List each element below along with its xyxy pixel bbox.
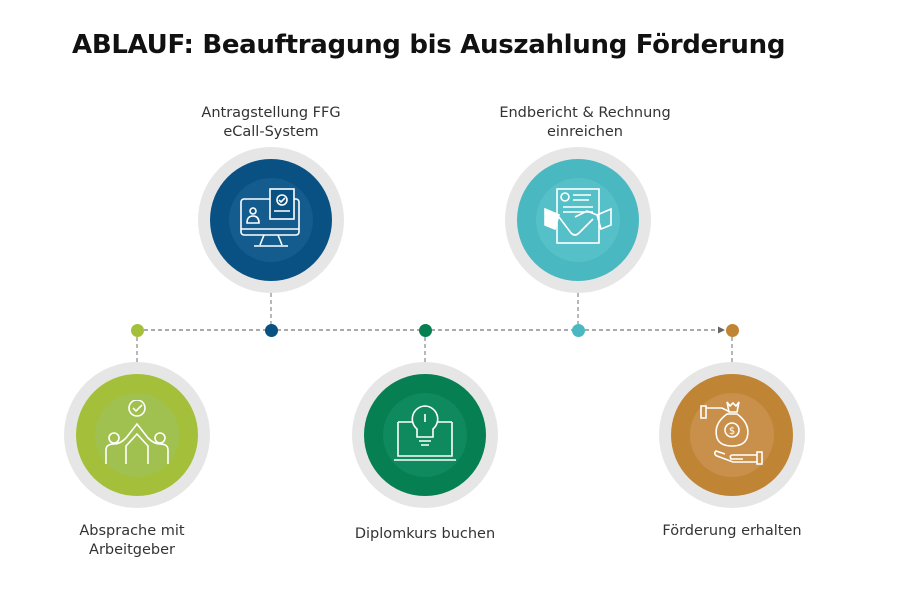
timeline-dot bbox=[571, 323, 585, 337]
svg-text:$: $ bbox=[729, 426, 735, 437]
handshake-contract-icon bbox=[544, 188, 612, 244]
high-five-check-icon bbox=[105, 400, 169, 464]
step-3-label: Diplomkurs buchen bbox=[354, 526, 496, 542]
step-5-circle: $ bbox=[659, 362, 805, 508]
timeline-dot bbox=[264, 323, 278, 337]
step-1-circle bbox=[64, 362, 210, 508]
timeline-dot bbox=[725, 323, 739, 337]
lightbulb-laptop-icon bbox=[394, 405, 456, 461]
computer-document-check-icon bbox=[240, 188, 300, 247]
step-4-circle bbox=[505, 147, 651, 293]
money-bag-hand-icon: $ bbox=[700, 401, 763, 465]
step-5-label: Förderung erhalten bbox=[662, 523, 802, 539]
timeline-dot bbox=[418, 323, 432, 337]
page-title: ABLAUF: Beauftragung bis Auszahlung Förd… bbox=[72, 30, 786, 60]
step-3-circle bbox=[352, 362, 498, 508]
step-2-circle bbox=[198, 147, 344, 293]
timeline-dot bbox=[130, 323, 144, 337]
